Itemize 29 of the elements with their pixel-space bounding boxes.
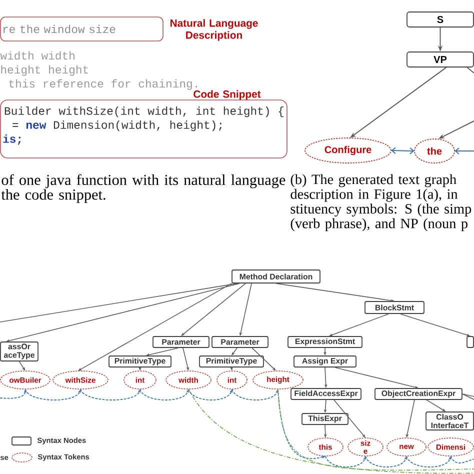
arrow — [78, 283, 232, 371]
line — [466, 66, 474, 74]
dashed-arrow — [188, 388, 232, 400]
dashed-arrow — [232, 388, 278, 400]
caption-text: (b) The generated text graph description in Figure 1(a), in stituency symbols: S (the simp (verb phrase), and NP (noun p — [290, 174, 472, 232]
code-box: Builder withSize(int width, int height) { = new Dimension(width, height); is; — [0, 100, 288, 158]
dash-dot-line — [278, 388, 474, 471]
line — [0, 283, 238, 322]
dashed-arrow — [24, 388, 81, 400]
tree-node-box: S — [406, 12, 474, 28]
dashed-arrow — [406, 456, 452, 468]
caption-text: of one java function with its natural language the code snippet. — [1, 174, 286, 203]
arrow — [454, 148, 474, 154]
code-comment: height height — [1, 65, 88, 76]
syntax-node-box — [466, 336, 474, 348]
dashed-arrow — [140, 388, 189, 400]
dash-dot-line — [188, 388, 474, 474]
dashed-arrow — [365, 456, 407, 468]
line — [462, 394, 474, 400]
heading-text: Code Snippet — [194, 90, 261, 100]
line — [462, 394, 474, 397]
dashed-line — [450, 456, 474, 464]
dashed-arrow — [325, 456, 366, 468]
text-box: re the window size — [0, 16, 164, 42]
tree-node-box: VP — [406, 52, 474, 68]
arrow — [252, 348, 276, 371]
double-arrow — [391, 147, 414, 154]
heading-text: Natural Language Description — [170, 19, 258, 41]
dashed-arrow — [80, 388, 140, 400]
